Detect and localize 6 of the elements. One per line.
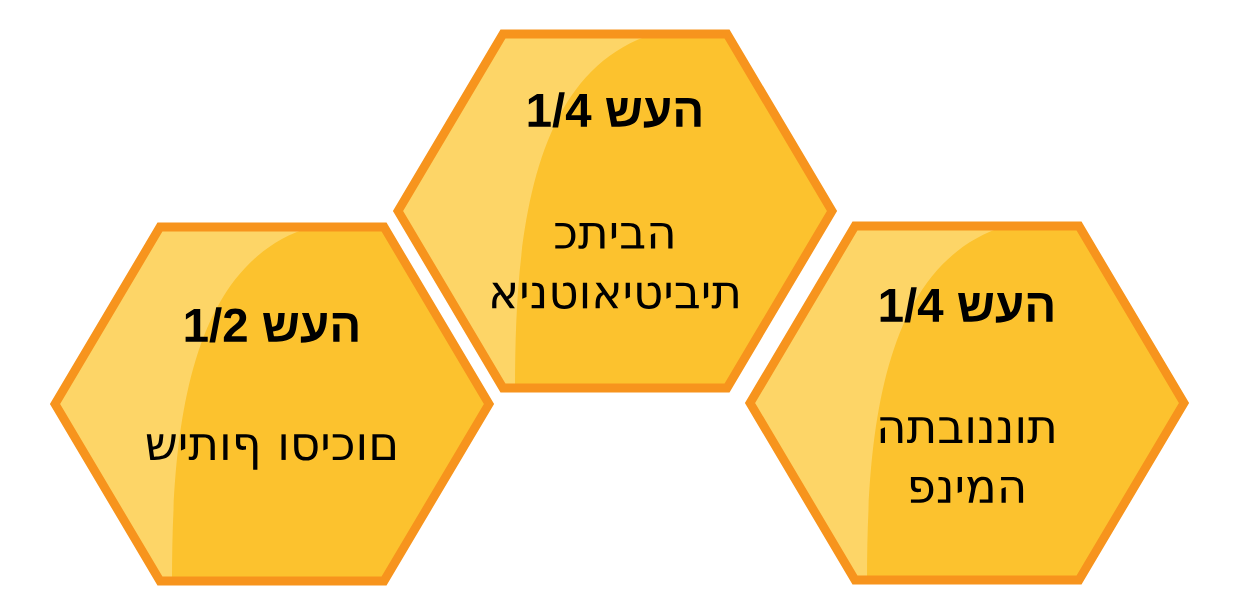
duration-text: 1/4 שעה xyxy=(528,92,701,128)
activity-text: כתיבה אינטואיטיבית xyxy=(492,223,738,309)
activity-text: שיתוף וסיכום xyxy=(146,434,395,470)
duration-text: 1/2 שעה xyxy=(185,307,358,343)
duration-text: 1/4 שעה xyxy=(880,287,1053,323)
activity-text: התבוננות פנימה xyxy=(880,417,1054,503)
